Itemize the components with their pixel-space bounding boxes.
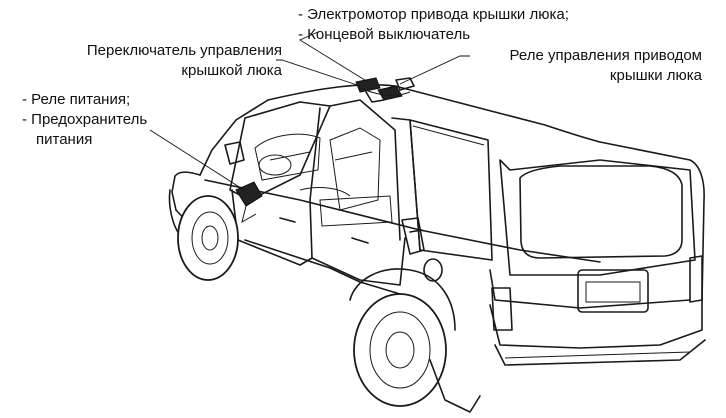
label-relay-drive-line2: крышки люка	[609, 67, 702, 84]
label-power-line2: - Предохранитель	[22, 111, 148, 128]
front-wheel	[168, 189, 239, 281]
sunroof-components	[355, 77, 415, 103]
vehicle-doors	[224, 99, 443, 286]
label-power-line3: питания	[36, 131, 93, 148]
label-motor-line2: - Концевой выключатель	[298, 26, 471, 43]
label-power-line1: - Реле питания;	[22, 91, 131, 108]
label-switch-line1: Переключатель управления	[86, 42, 282, 59]
leader-lines	[149, 31, 470, 191]
label-switch-line2: крышкой люка	[181, 62, 282, 79]
label-motor-line1: - Электромотор привода крышки люка;	[298, 6, 569, 23]
label-relay-drive-line1: Реле управления приводом	[509, 47, 703, 64]
rear-wheel	[349, 268, 481, 413]
